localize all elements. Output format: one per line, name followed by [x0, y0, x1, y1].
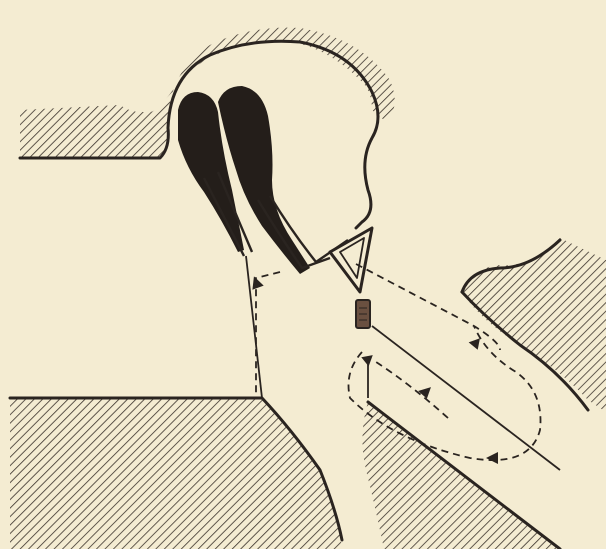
capsule	[356, 300, 370, 328]
arrow-lower-left	[486, 452, 498, 464]
neck-triangle-outer	[330, 228, 372, 292]
flow-inner-return	[376, 362, 448, 418]
neck-piece	[330, 228, 372, 292]
right-bone-hatch	[462, 238, 606, 412]
dark-lobes	[178, 86, 310, 274]
arrow-left-up	[248, 274, 263, 289]
right-dark-lobe	[218, 86, 310, 274]
arrow-inner-left	[417, 385, 431, 399]
arrow-upper-right	[469, 338, 484, 352]
lower-left-bone-hatch	[10, 398, 342, 549]
hatched-bone-regions	[10, 28, 606, 549]
